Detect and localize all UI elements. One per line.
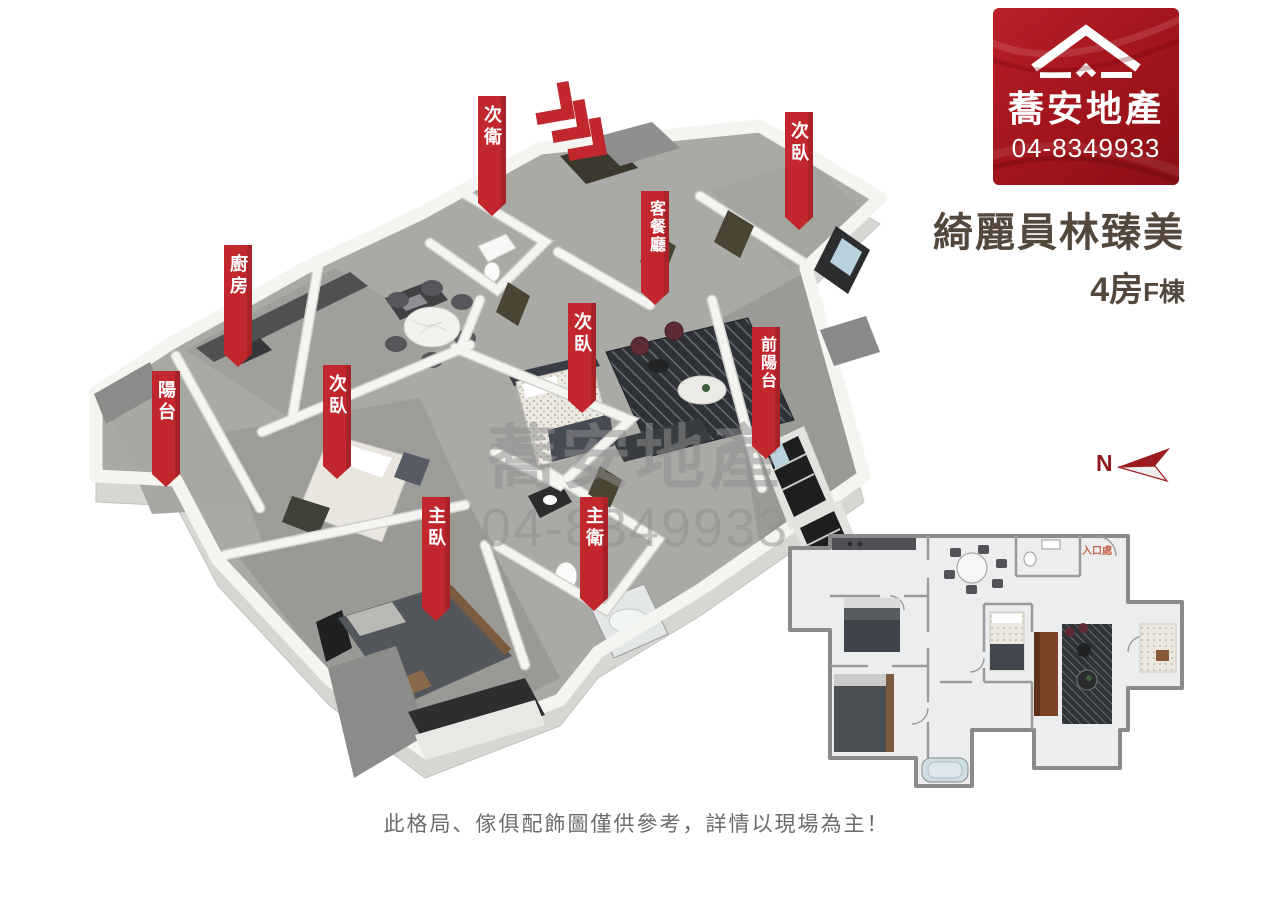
listing-unit: 4房F棟	[885, 262, 1185, 311]
room-label-secondary-bedroom-c: 次臥	[568, 303, 596, 413]
room-label-secondary-bath: 次衛	[478, 96, 506, 216]
room-label-kitchen: 廚房	[224, 245, 252, 367]
mini-floor-plan: 入口處	[788, 534, 1184, 788]
mini-entrance-label: 入口處	[1082, 544, 1113, 557]
listing-title: 綺麗員林臻美	[933, 211, 1185, 255]
iso-secondary-bath-fixtures	[477, 233, 517, 283]
compass: N	[1094, 442, 1192, 488]
room-label-master-bath: 主衛	[580, 497, 608, 611]
listing-title-block: 綺麗員林臻美 4房F棟	[885, 200, 1185, 311]
mini-furniture	[832, 538, 1177, 783]
iso-interior-walls	[170, 186, 812, 671]
room-label-secondary-bedroom-ne: 次臥	[785, 112, 813, 230]
brand-phone: 04-8349933	[1011, 133, 1161, 163]
room-label-living-dining: 客餐廳	[641, 191, 669, 305]
compass-north-label: N	[1096, 450, 1113, 476]
compass-north-icon	[1117, 448, 1170, 483]
iso-exterior-slabs	[94, 122, 880, 778]
agency-logo-card: 蕎安地產 04-8349933	[993, 8, 1179, 185]
room-label-secondary-bedroom-w: 次臥	[323, 365, 351, 479]
listing-unit-building: F棟	[1143, 277, 1185, 307]
logo-swirl-decor	[993, 15, 1179, 185]
room-label-front-balcony: 前陽台	[752, 327, 780, 459]
iso-doors-windows	[408, 210, 870, 760]
disclaimer-text: 此格局、傢俱配飾圖僅供參考，詳情以現場為主！	[383, 812, 890, 836]
brand-name: 蕎安地產	[1007, 88, 1164, 129]
house-icon	[1031, 24, 1141, 78]
entrance-chevron-icon	[562, 116, 608, 162]
room-label-master-bedroom: 主臥	[422, 497, 450, 621]
mini-interior-walls	[830, 536, 1082, 758]
listing-unit-rooms: 4房	[1090, 271, 1144, 309]
room-label-balcony: 陽台	[152, 371, 180, 487]
